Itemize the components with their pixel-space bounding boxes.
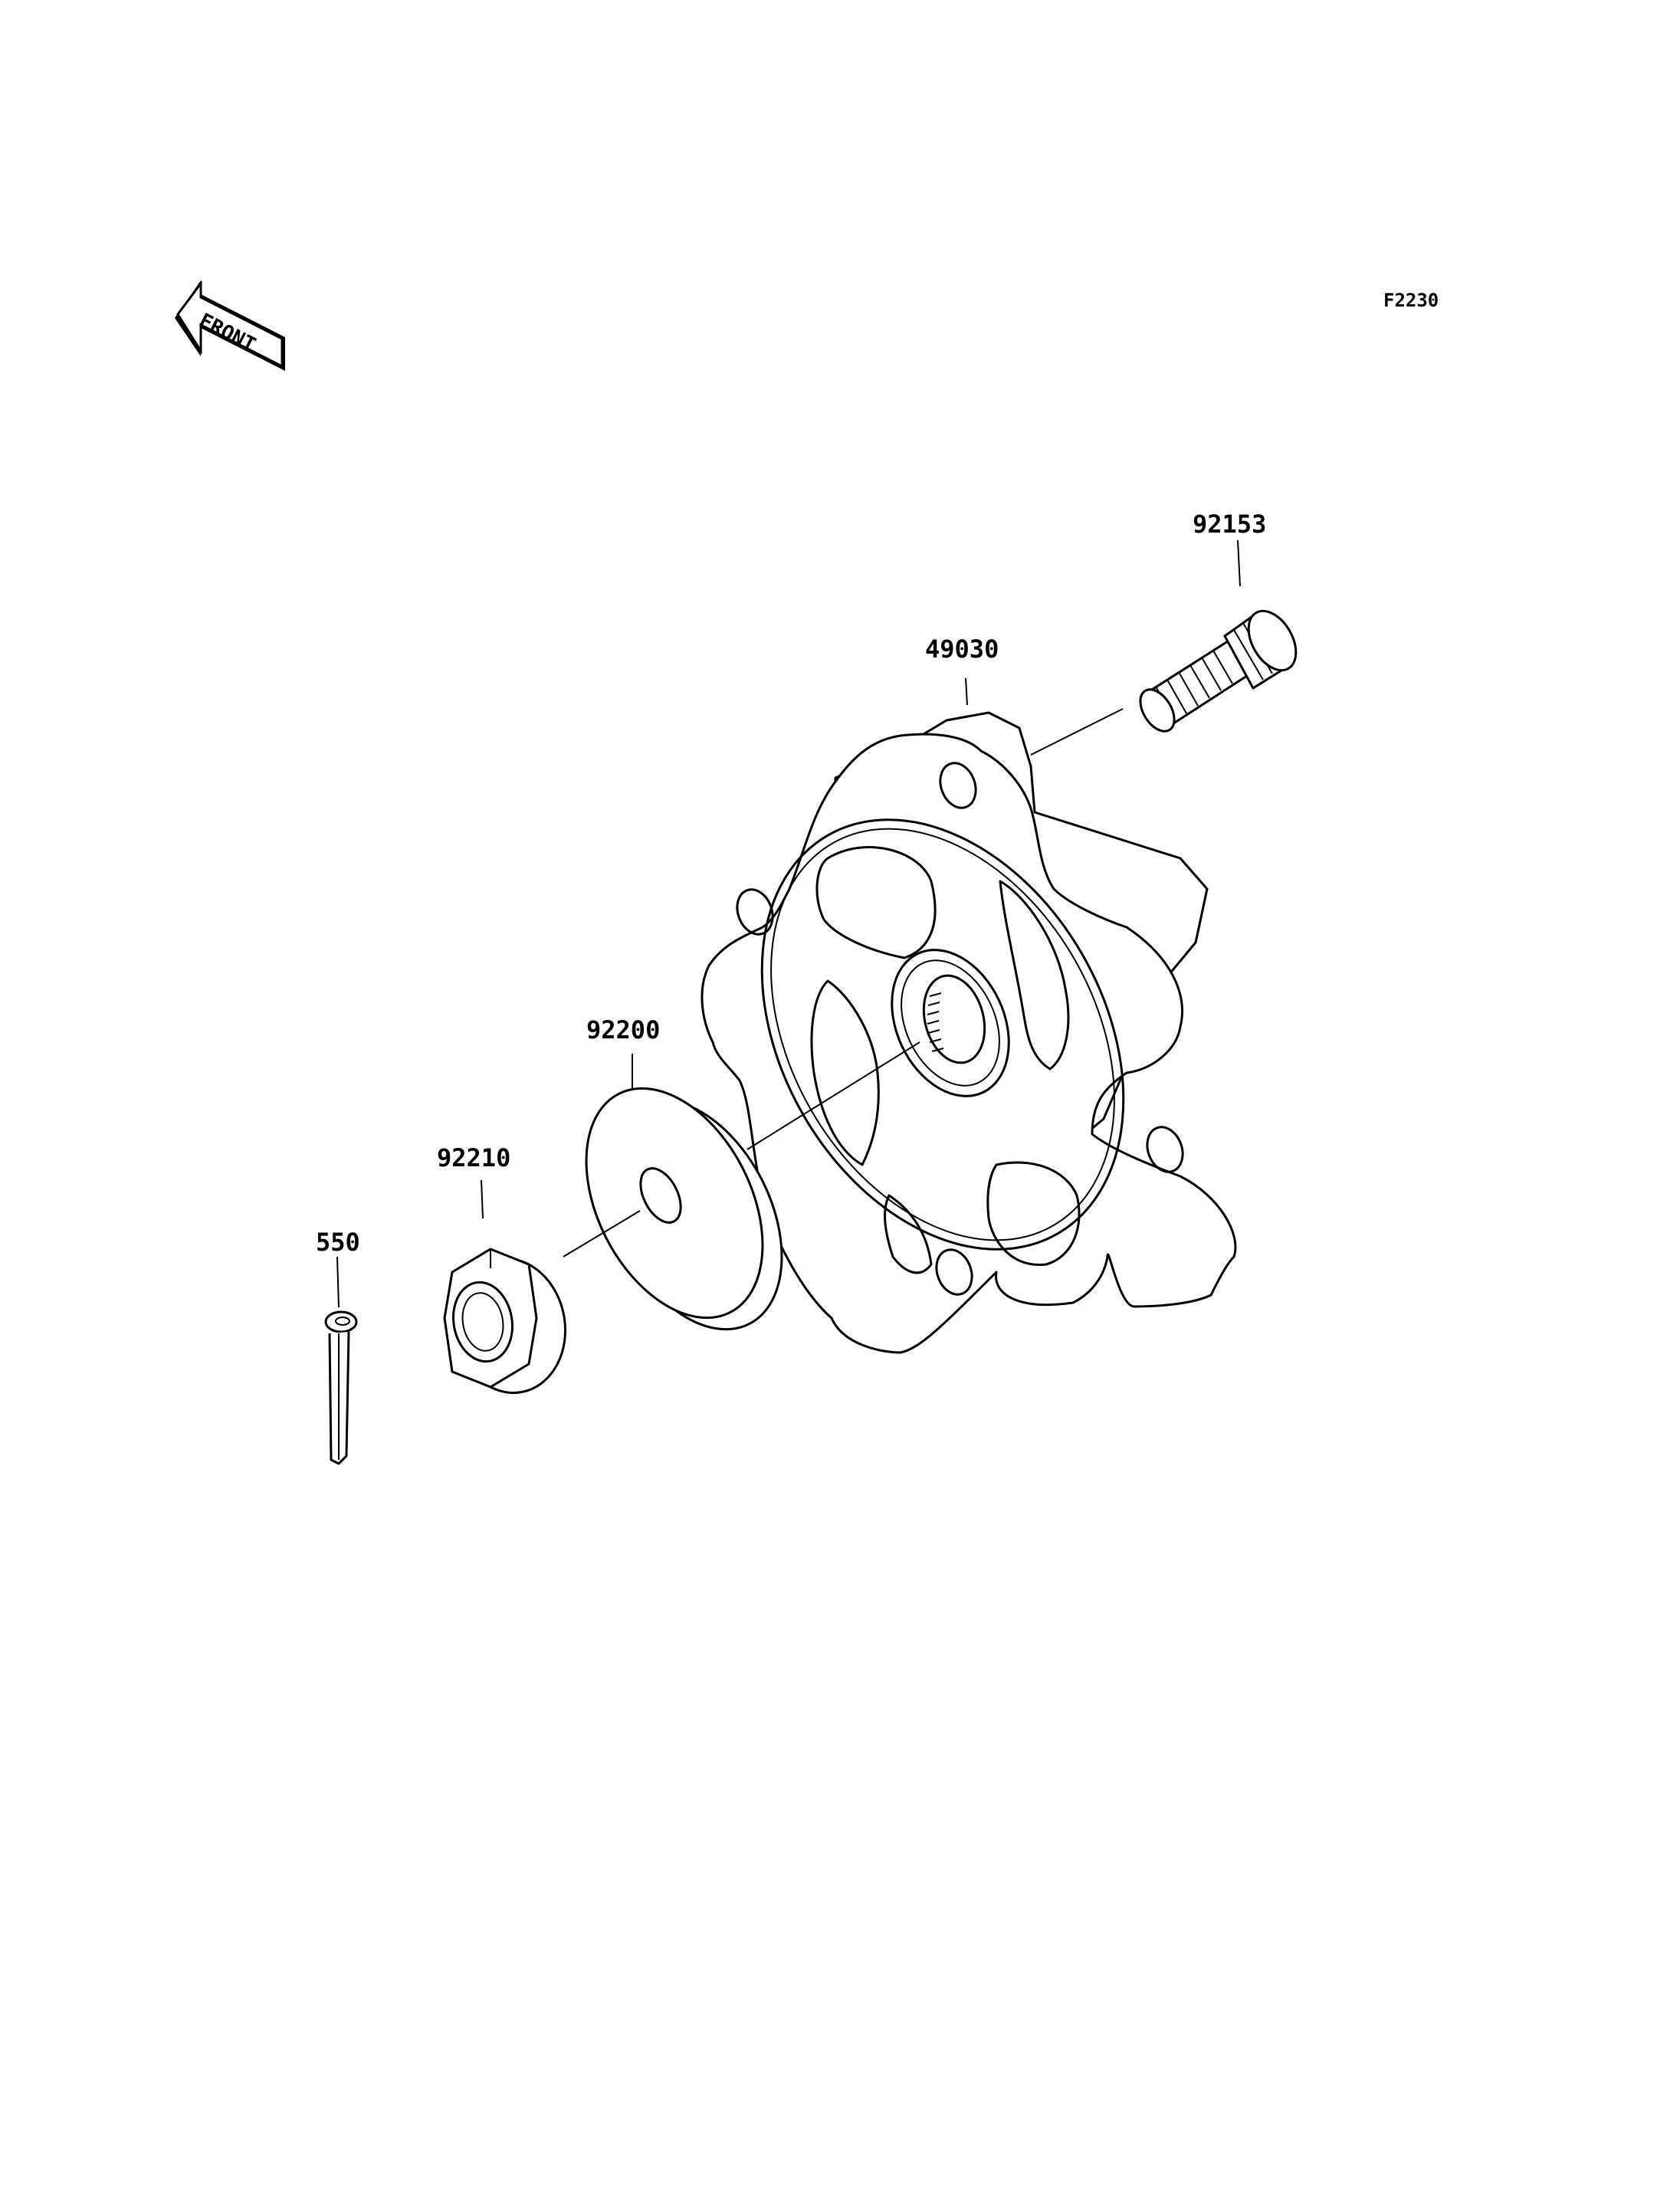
nut-drawing xyxy=(443,1248,567,1395)
cotter-pin-drawing xyxy=(324,1310,358,1465)
figure-code: F2230 xyxy=(1383,290,1439,311)
hub-drawing xyxy=(701,711,1237,1354)
bolt-drawing xyxy=(1139,609,1298,733)
front-arrow-icon: FRONT xyxy=(175,280,285,371)
part-label-92153: 92153 xyxy=(1193,510,1266,539)
part-label-92210: 92210 xyxy=(437,1143,510,1172)
part-label-49030: 49030 xyxy=(925,635,999,664)
part-label-550: 550 xyxy=(316,1228,360,1257)
part-label-92200: 92200 xyxy=(586,1015,660,1044)
washer-drawing xyxy=(585,1087,783,1331)
